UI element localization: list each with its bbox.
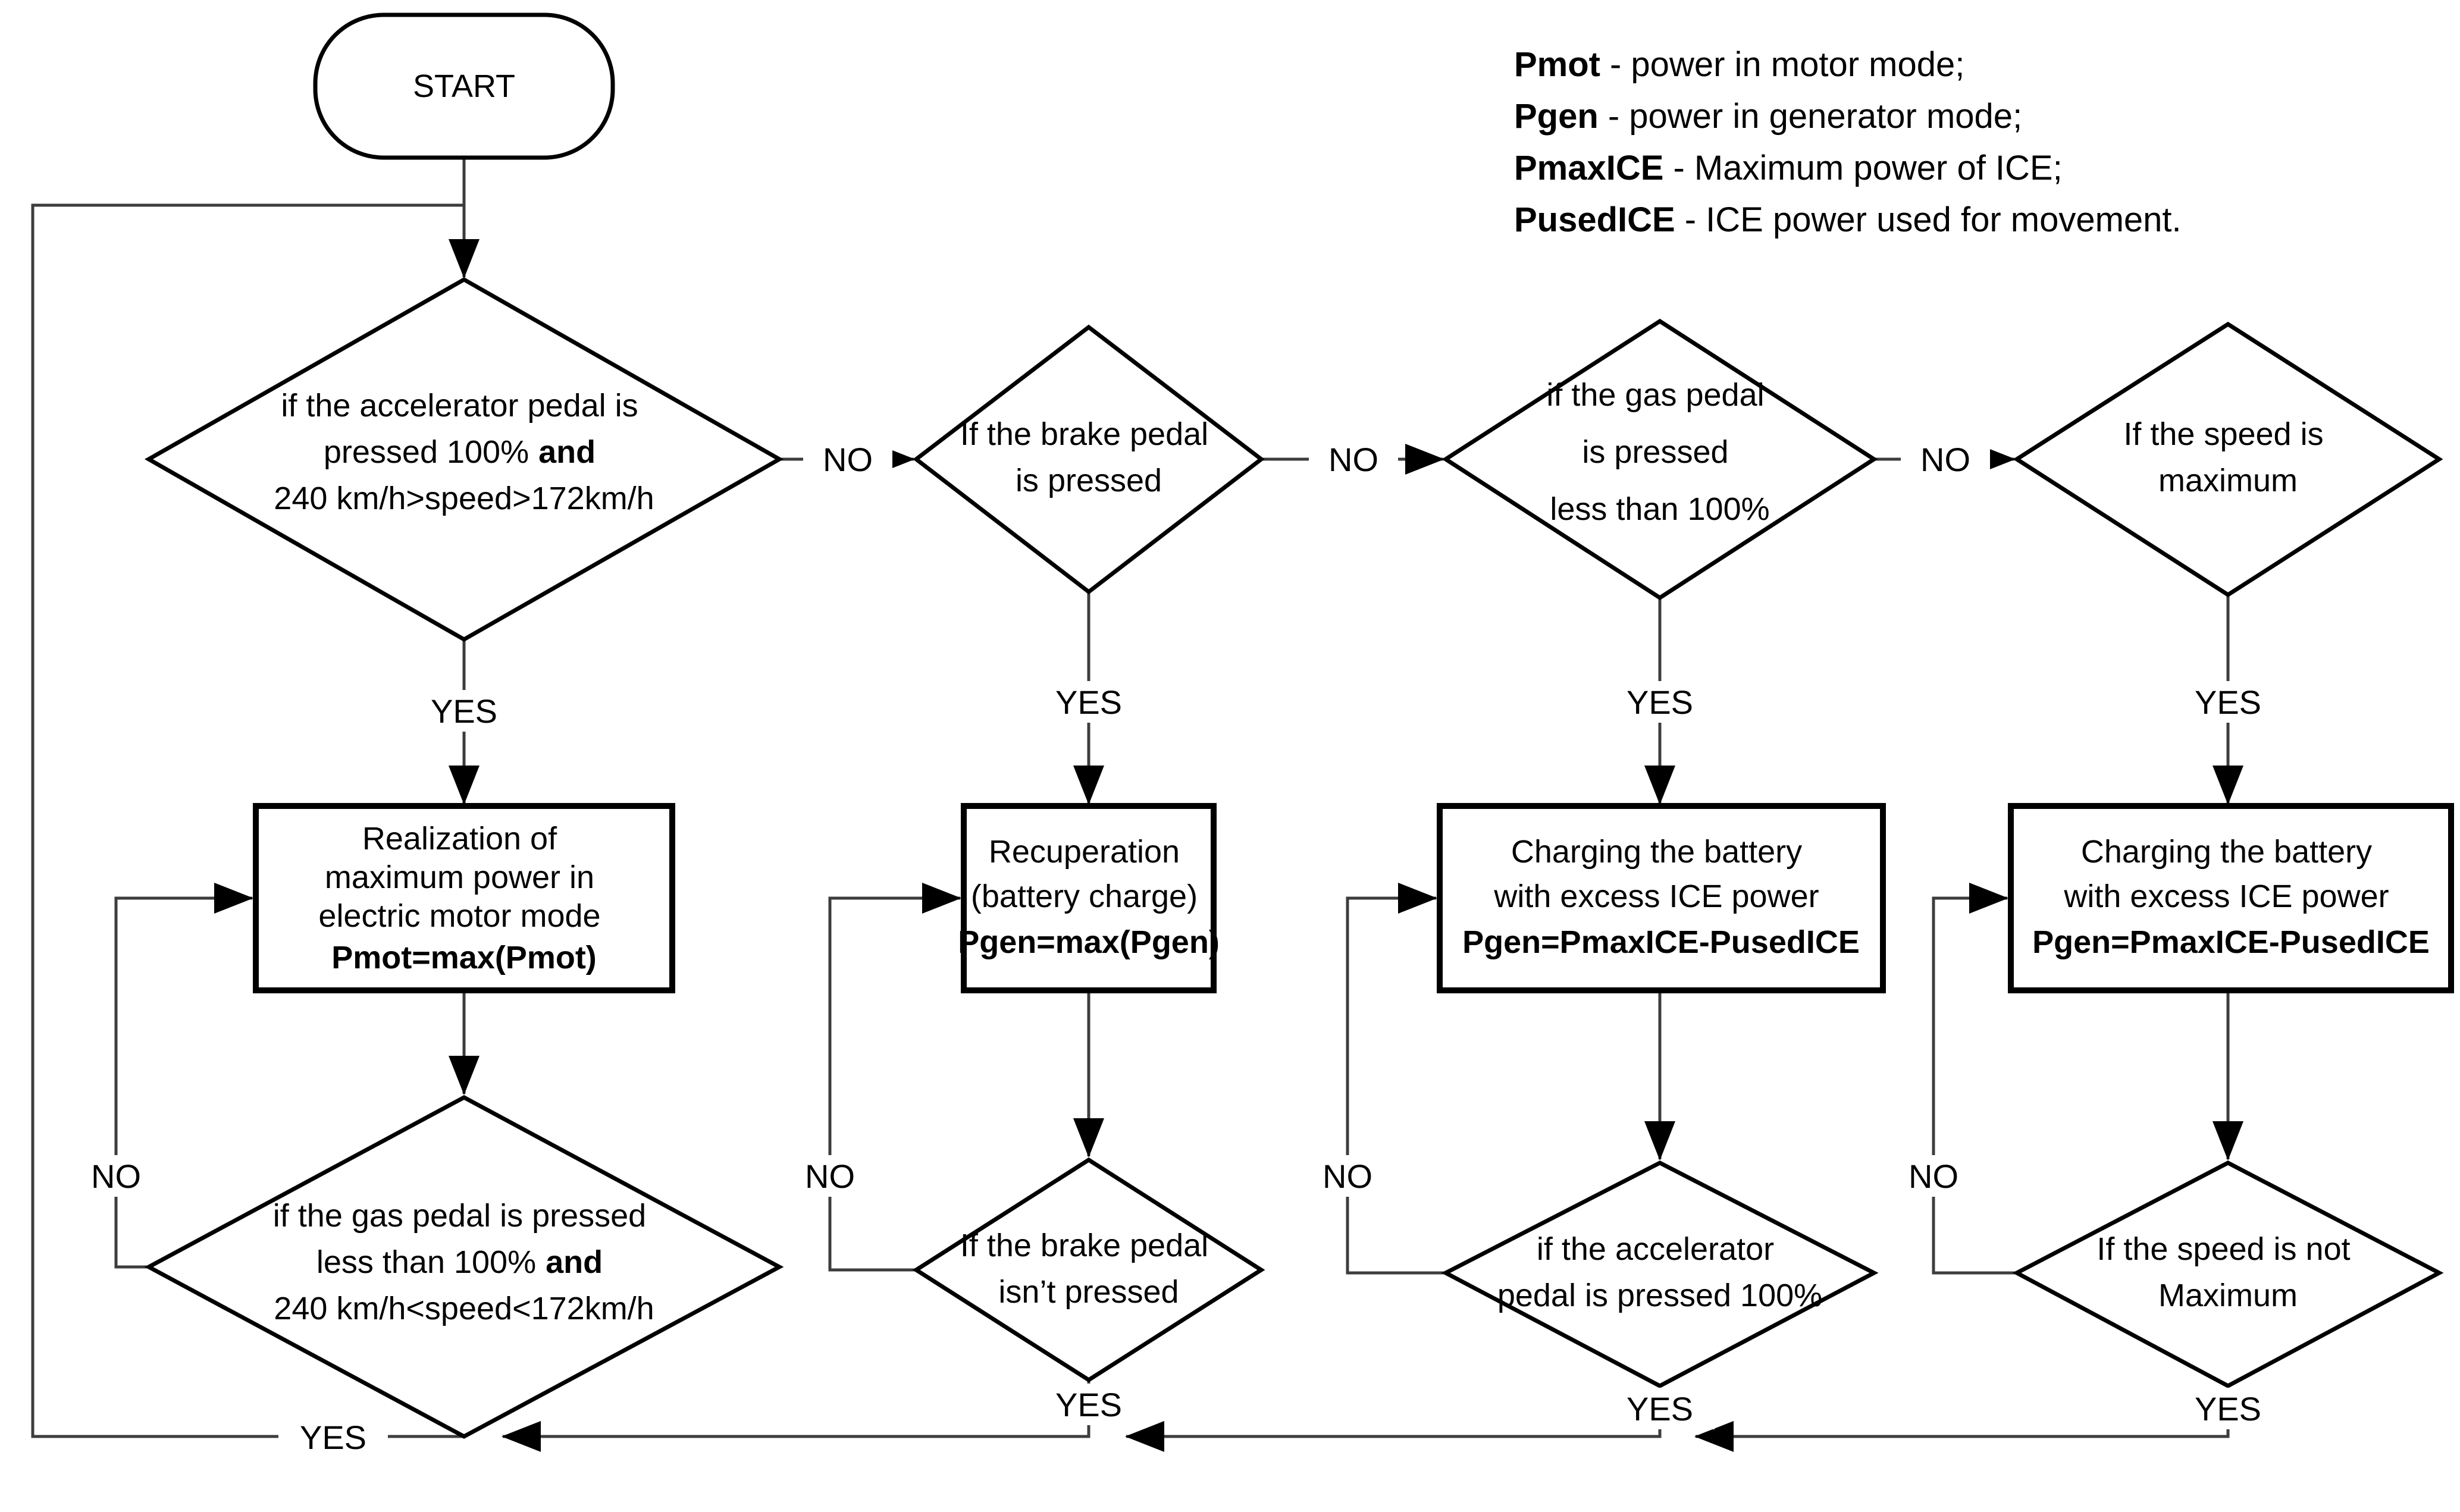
legend-item-pmaxice: PmaxICE- Maximum power of ICE;	[1514, 149, 2063, 187]
decision-brake-pressed-text: If the brake pedal is pressed	[960, 416, 1217, 498]
legend-block: Pmot- power in motor mode; Pgen- power i…	[1514, 45, 2182, 239]
edge-labels: NO NO NO YES YES YES YES NO NO NO NO YES…	[67, 439, 2283, 1456]
legend-item-pmot: Pmot- power in motor mode;	[1514, 45, 1964, 84]
process-recuperation-box	[961, 803, 1217, 993]
decision-accelerator-100-text: if the accelerator pedal is pressed 100%	[1497, 1231, 1822, 1313]
process-charge-excess-ice-box-2	[2008, 803, 2454, 993]
decision-speed-not-maximum-diamond	[2012, 1160, 2444, 1388]
edge-label-yes-d1: YES	[431, 692, 497, 730]
decision-speed-maximum-diamond	[2013, 321, 2443, 598]
edge-label-no-bd3: NO	[1323, 1157, 1372, 1195]
edge-label-no-d3-d4: NO	[1920, 441, 1970, 478]
connector-return-loop	[31, 203, 464, 1438]
connector-yes-bd4-bus	[1694, 1386, 2230, 1452]
start-node	[313, 12, 615, 160]
decision-accelerator-100-diamond	[1441, 1160, 1879, 1388]
process-max-power-motor-box	[253, 803, 675, 993]
edge-label-yes-d2: YES	[1055, 683, 1122, 721]
legend-item-pgen: Pgen- power in generator mode;	[1514, 97, 2022, 136]
edge-label-yes-bd2: YES	[1055, 1386, 1122, 1423]
edge-label-yes-bd3: YES	[1627, 1390, 1693, 1428]
edge-label-yes-d3: YES	[1627, 683, 1693, 721]
edge-label-yes-bd4: YES	[2195, 1390, 2261, 1428]
decision-gas-less-speed-diamond	[144, 1095, 784, 1439]
decision-speed-maximum-text: If the speed is maximum	[2123, 416, 2332, 498]
edge-label-no-d1-d2: NO	[823, 441, 873, 478]
process-charge-excess-ice-box-1	[1437, 803, 1886, 993]
decision-brake-not-pressed-text: If the brake pedal isn’t pressed	[960, 1228, 1217, 1310]
process-charge-excess-ice-text-2: Charging the battery with excess ICE pow…	[2032, 834, 2430, 960]
connector-yes-bd2-bus	[502, 1380, 1090, 1452]
edge-label-no-bd4: NO	[1909, 1157, 1958, 1195]
decision-speed-not-maximum-text: If the speed is not Maximum	[2097, 1231, 2359, 1313]
decision-gas-less-speed-text: if the gas pedal is pressed less than 10…	[273, 1198, 655, 1326]
start-label: START	[413, 68, 515, 104]
decision-brake-pressed-diamond	[913, 324, 1265, 595]
decision-accelerator-speed-text: if the accelerator pedal is pressed 100%…	[274, 388, 654, 516]
connector-no-bd4-r4	[1932, 883, 2017, 1275]
process-recuperation-text: Recuperation (battery charge) Pgen=max(P…	[958, 834, 1220, 960]
decision-brake-not-pressed-diamond	[912, 1157, 1265, 1383]
decision-accelerator-speed-diamond	[144, 277, 784, 642]
edge-label-yes-bd1: YES	[300, 1419, 366, 1456]
decision-gas-less-100-text: if the gas pedal is pressed less than 10…	[1546, 377, 1773, 527]
edge-label-no-bd1: NO	[91, 1157, 141, 1195]
edge-label-no-bd2: NO	[805, 1157, 855, 1195]
process-max-power-motor-text: Realization of maximum power in electric…	[318, 821, 609, 975]
process-charge-excess-ice-text-1: Charging the battery with excess ICE pow…	[1462, 834, 1860, 960]
connector-yes-bd3-bus	[1125, 1386, 1662, 1452]
connector-no-bd2-r2	[828, 883, 961, 1272]
connector-no-bd1-r1	[114, 883, 253, 1269]
edge-label-no-d2-d3: NO	[1328, 441, 1378, 478]
connector-no-bd3-r3	[1346, 883, 1446, 1275]
edge-label-yes-d4: YES	[2195, 683, 2261, 721]
decision-gas-less-100-diamond	[1441, 318, 1878, 601]
legend-item-pusedice: PusedICE- ICE power used for movement.	[1514, 200, 2182, 239]
